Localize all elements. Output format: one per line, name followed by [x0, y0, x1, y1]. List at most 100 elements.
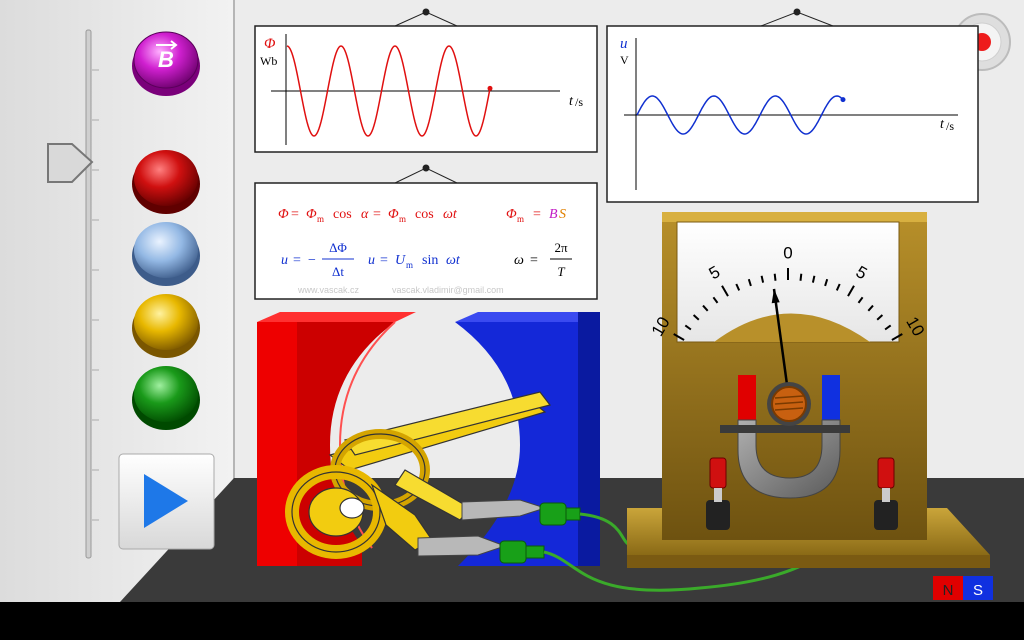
meter-face [676, 221, 900, 343]
meter-needle [772, 288, 790, 393]
svg-text:2π: 2π [554, 240, 568, 255]
svg-text:Φ: Φ [506, 207, 517, 222]
meter-tick [747, 278, 752, 287]
meter-tick [799, 273, 803, 281]
meter-tick [712, 296, 719, 304]
meter-tick [867, 304, 874, 312]
meter-tick [824, 278, 829, 287]
play-icon [144, 474, 188, 528]
svg-text:=: = [533, 207, 541, 222]
flux-xlabel-symbol: t [569, 94, 574, 109]
blue-button[interactable] [132, 222, 200, 286]
voltage-ylabel-symbol: u [620, 36, 628, 52]
voltage-curve [636, 95, 844, 135]
slider-handle[interactable] [47, 143, 94, 183]
meter-scale-label: 0 [783, 243, 792, 262]
flux-graph: Φ Wb t /s [254, 25, 598, 153]
meter-tick [692, 314, 700, 321]
terminal-right [874, 457, 898, 530]
svg-text:sin: sin [422, 253, 438, 268]
svg-text:Φ: Φ [278, 207, 289, 222]
alligator-clip-upper [461, 499, 581, 526]
flux-curve [286, 45, 491, 137]
formula-emf: u = − ΔΦ Δt u = U m sin ωt [281, 240, 461, 279]
svg-text:Φ: Φ [388, 207, 399, 222]
svg-text:α: α [361, 207, 369, 222]
voltage-curve-endpoint [840, 97, 846, 103]
meter-tick [721, 285, 729, 297]
yellow-button[interactable] [132, 294, 200, 358]
pole-legend: N S [933, 576, 993, 600]
legend-south: S [973, 582, 983, 599]
meter-tick [891, 333, 903, 341]
svg-text:=: = [293, 253, 301, 268]
voltage-ylabel-unit: V [620, 53, 629, 67]
flux-ylabel-unit: Wb [260, 54, 277, 68]
svg-text:cos: cos [415, 207, 434, 222]
meter-tick [811, 275, 816, 283]
green-button[interactable] [132, 366, 200, 430]
system-navigation-bar [0, 602, 1024, 640]
meter-tick [835, 283, 841, 291]
svg-text:S: S [559, 207, 566, 222]
meter-tick [684, 324, 692, 331]
svg-text:=: = [530, 253, 538, 268]
field-strength-slider[interactable] [47, 29, 99, 559]
svg-text:m: m [517, 214, 524, 224]
svg-text:m: m [399, 214, 406, 224]
meter-tick [702, 304, 709, 312]
flux-xlabel-unit: /s [575, 95, 583, 109]
svg-text:T: T [557, 264, 565, 279]
meter-tick [876, 314, 884, 321]
svg-text:=: = [373, 207, 381, 222]
voltage-xlabel-symbol: t [940, 117, 945, 132]
rotating-coil [285, 391, 552, 559]
svg-text:=: = [380, 253, 388, 268]
svg-text:ω: ω [514, 253, 524, 268]
svg-text:m: m [317, 214, 324, 224]
svg-text:B: B [549, 207, 558, 222]
vector-arrow-icon [156, 40, 178, 50]
svg-text:cos: cos [333, 207, 352, 222]
formula-flux-max: Φ m = B S [506, 207, 566, 224]
svg-text:Δt: Δt [332, 264, 344, 279]
svg-text:m: m [406, 260, 413, 270]
voltage-graph: u V t /s [606, 25, 979, 203]
meter-tick [773, 273, 777, 281]
svg-text:=: = [291, 207, 299, 222]
svg-text:Φ: Φ [306, 207, 317, 222]
svg-text:u: u [281, 253, 288, 268]
terminal-left [706, 457, 730, 530]
meter-tick [735, 283, 741, 291]
svg-text:u: u [368, 253, 375, 268]
formula-omega: ω = 2π T [514, 240, 572, 279]
flux-curve-endpoint [487, 85, 493, 91]
meter-tick [760, 275, 765, 283]
meter-tick [857, 296, 864, 304]
svg-text:−: − [308, 253, 316, 268]
meter-scale [673, 268, 903, 341]
meter-tick [884, 324, 892, 331]
slider-track[interactable] [85, 29, 92, 559]
svg-text:ωt: ωt [443, 207, 458, 222]
hanging-strings [394, 8, 834, 184]
play-button[interactable] [118, 453, 215, 550]
meter-tick [673, 333, 685, 341]
credit-site: www.vascak.cz [297, 285, 360, 295]
flux-ylabel-symbol: Φ [264, 36, 276, 52]
svg-text:ωt: ωt [446, 253, 461, 268]
voltage-xlabel-unit: /s [946, 119, 954, 133]
b-field-button-label: B [158, 47, 174, 72]
svg-text:ΔΦ: ΔΦ [329, 240, 347, 255]
legend-north: N [943, 582, 954, 599]
alligator-clip-lower [417, 535, 545, 564]
svg-text:U: U [395, 253, 406, 268]
formula-board: Φ = Φ m cos α = Φ m cos ωt Φ m = B S u =… [254, 182, 598, 300]
meter-needle-tip [771, 288, 780, 304]
red-button[interactable] [132, 150, 200, 214]
credit-email: vascak.vladimir@gmail.com [392, 285, 504, 295]
formula-flux: Φ = Φ m cos α = Φ m cos ωt [278, 207, 458, 224]
b-field-button[interactable]: B [132, 31, 200, 96]
slider-ticks [92, 69, 99, 521]
